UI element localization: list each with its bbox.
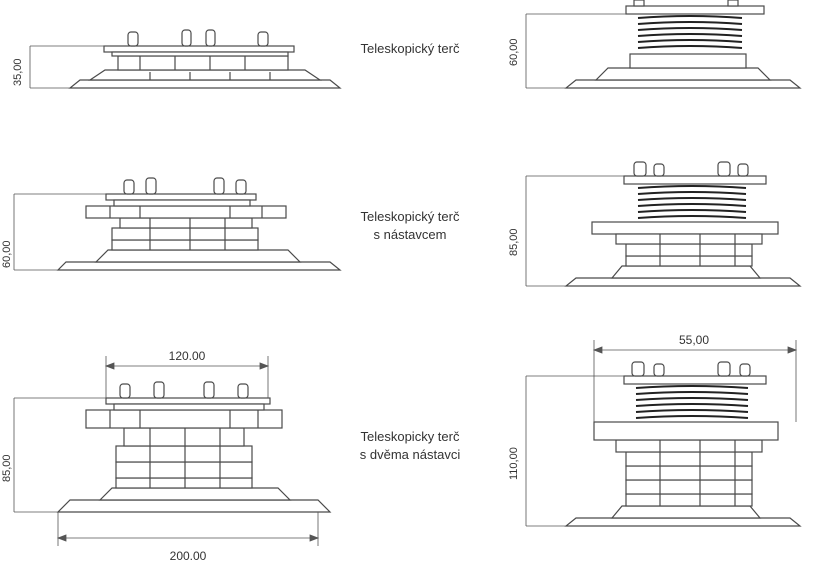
pedestal-spring-right-row3 xyxy=(564,361,802,527)
caption-row2-line1: Teleskopický terč xyxy=(360,209,460,224)
caption-row1-text: Teleskopický terč xyxy=(360,41,460,56)
dim-label-top-plate-width: 120.00 xyxy=(169,349,206,363)
height-dimension-row3-right xyxy=(525,375,624,527)
height-dimension-row1-right xyxy=(525,13,626,89)
pedestal-spring-right-row1 xyxy=(564,0,802,89)
spring-coil-row3 xyxy=(635,385,749,419)
dim-label-right-top-width: 55,00 xyxy=(679,333,709,347)
caption-row3-line1: Teleskopicky terč xyxy=(360,429,460,444)
dim-label-base-width: 200.00 xyxy=(170,549,207,563)
height-dimension-row2-left xyxy=(13,193,106,271)
dim-label-left-row2: 60,00 xyxy=(1,240,13,268)
dim-label-right-row2: 85,00 xyxy=(508,228,520,256)
height-dimension-row1-left xyxy=(29,45,110,89)
spring-coil-row1 xyxy=(637,15,743,49)
caption-row3-line2: s dvěma nástavci xyxy=(359,447,461,462)
dim-label-right-row3: 110,00 xyxy=(508,447,520,480)
dim-label-right-row1: 60,00 xyxy=(508,38,520,66)
dim-label-left-row3: 85,00 xyxy=(1,454,13,482)
caption-row2: Teleskopický terč s nástavcem xyxy=(340,208,480,244)
dim-label-left-row1: 35,00 xyxy=(12,58,24,86)
spring-coil-row2 xyxy=(637,185,747,219)
height-dimension-row3-left xyxy=(13,397,106,513)
pedestal-spring-right-row2 xyxy=(564,161,802,287)
width-dimension-top-plate xyxy=(104,356,270,398)
height-dimension-row2-right xyxy=(525,175,624,287)
pedestal-two-extensions-left xyxy=(56,381,332,513)
caption-row2-line2: s nástavcem xyxy=(373,227,447,242)
pedestal-low-left xyxy=(68,29,342,89)
width-dimension-right-top xyxy=(592,340,798,422)
width-dimension-base xyxy=(56,512,320,546)
caption-row3: Teleskopicky terč s dvěma nástavci xyxy=(340,428,480,464)
caption-row1: Teleskopický terč xyxy=(340,40,480,58)
pedestal-extension-left xyxy=(56,177,342,271)
